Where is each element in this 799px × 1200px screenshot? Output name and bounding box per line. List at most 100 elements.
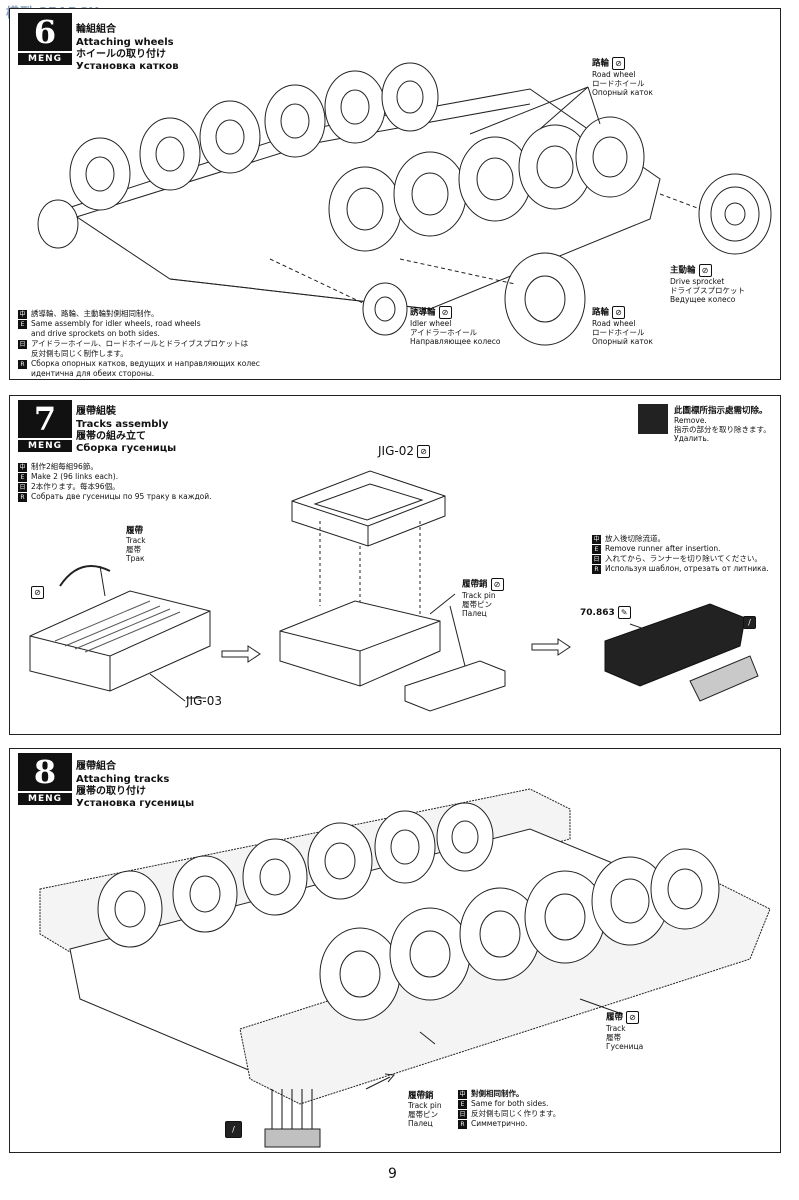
track-label: 履帶 Track 履帯 Трак: [126, 526, 146, 564]
track-pin-ru: Палец: [408, 1119, 433, 1128]
idler-wheel-en: Idler wheel: [410, 319, 452, 328]
track-ru: Трак: [126, 554, 145, 563]
cut-notice-ja: 指示の部分を取り除きます。: [674, 425, 771, 434]
track-ru: Гусеница: [606, 1042, 644, 1051]
remove-circle-icon: ⊘: [698, 264, 712, 277]
track-pin-ja: 履帯ピン: [408, 1110, 438, 1119]
cut-notice: 此圖標所指示處需切除。 Remove. 指示の部分を取り除きます。 Удалит…: [674, 406, 771, 444]
road-wheel-top-label: 路輪⊘ Road wheel ロードホイール Опорный каток: [592, 57, 653, 97]
track-pin-label: 履帶銷⊘ Track pin 履帯ピン Палец: [462, 578, 504, 618]
note-ru-2: идентична для обеих стороны.: [31, 369, 155, 378]
step-title-ja: 履帯の取り付け: [76, 786, 146, 797]
track-pin-label: 履帶銷 Track pin 履帯ピン Палец: [408, 1091, 442, 1129]
remove-circle-icon: ⊘: [612, 306, 626, 319]
jig-03-label: JIG-03: [186, 694, 222, 708]
cut-notice-zh: 此圖標所指示處需切除。: [674, 406, 768, 416]
road-wheel-ru: Опорный каток: [592, 88, 653, 97]
track-zh: 履帶: [126, 526, 144, 536]
cut-icon: /: [743, 616, 756, 629]
remove-circle-icon: ⊘: [438, 306, 452, 319]
step-title-ru: Установка гусеницы: [76, 798, 195, 809]
note-ru-1: Сборка опорных катков, ведущих и направл…: [31, 359, 260, 368]
step-title-zh: 履帶組合: [76, 761, 116, 772]
jig-02-label: JIG-02⊘: [378, 444, 430, 458]
track-en: Track: [126, 536, 146, 545]
tracks-attached-drawing: [39, 788, 771, 1148]
step-7-panel: 7 MENG 履帶組裝 Tracks assembly 履帯の組み立て Сбор…: [9, 395, 781, 735]
track-assembly-drawing: [29, 470, 759, 712]
cut-notice-en: Remove.: [674, 416, 707, 425]
step-8-panel: 8 MENG 履帶組合 Attaching tracks 履帯の取り付け Уст…: [9, 748, 781, 1153]
drive-sprocket-label: 主動輪⊘ Drive sprocket ドライブスプロケット Ведущее к…: [670, 264, 745, 304]
runner-note-ru: Используя шаблон, отрезать от литника.: [605, 564, 769, 573]
note-en-1: Same assembly for idler wheels, road whe…: [31, 319, 201, 328]
road-wheel-bottom-label: 路輪⊘ Road wheel ロードホイール Опорный каток: [592, 306, 653, 346]
runner-note-en: Remove runner after insertion.: [605, 544, 721, 553]
step-6-panel: 6 MENG 輪組組合 Attaching wheels ホイールの取り付け У…: [9, 8, 781, 380]
cut-icon: [638, 404, 668, 434]
paint-code-label: 70.863✎: [580, 606, 631, 619]
road-wheel-en: Road wheel: [592, 319, 636, 328]
paint-brush-icon: ✎: [617, 606, 631, 619]
step-title-ru: Сборка гусеницы: [76, 443, 177, 454]
drive-sprocket-ru: Ведущее колесо: [670, 295, 736, 304]
idler-wheel-label: 誘導輪⊘ Idler wheel アイドラーホイール Направляющее …: [410, 306, 500, 346]
step-title-zh: 履帶組裝: [76, 406, 116, 417]
road-wheel-zh: 路輪: [592, 307, 610, 318]
note-ja-2: 反対側も同じく制作します。: [31, 349, 128, 358]
cut-notice-ru: Удалить.: [674, 434, 710, 443]
brand-logo: MENG: [18, 440, 72, 452]
road-wheel-ja: ロードホイール: [592, 328, 645, 337]
track-pin-ru: Палец: [462, 609, 487, 618]
road-wheel-ru: Опорный каток: [592, 337, 653, 346]
cut-icon: /: [225, 1121, 242, 1138]
note-en-2: and drive sprockets on both sides.: [31, 329, 160, 338]
make-note-ru: Собрать две гусеницы по 95 траку в каждо…: [31, 492, 212, 501]
brand-logo: MENG: [18, 53, 72, 65]
track-pin-en: Track pin: [462, 591, 496, 600]
track-label: 履帶⊘ Track 履帯 Гусеница: [606, 1011, 643, 1051]
step-title-ja: ホイールの取り付け: [76, 49, 166, 60]
road-wheel-en: Road wheel: [592, 70, 636, 79]
road-wheel-ja: ロードホイール: [592, 79, 645, 88]
idler-wheel-zh: 誘導輪: [410, 307, 436, 318]
remove-circle-icon: ⊘: [626, 1011, 640, 1024]
runner-note-ja: 入れてから、ランナーを切り除いてください。: [605, 554, 762, 563]
idler-wheel-ja: アイドラーホイール: [410, 328, 478, 337]
track-zh: 履帶: [606, 1012, 624, 1023]
page-number: 9: [388, 1166, 397, 1182]
brand-logo: MENG: [18, 793, 72, 805]
track-ja: 履帯: [126, 545, 141, 554]
idler-wheel-ru: Направляющее колесо: [410, 337, 501, 346]
track-pin-zh: 履帶銷: [408, 1091, 434, 1101]
road-wheel-zh: 路輪: [592, 58, 610, 69]
same-note-en: Same for both sides.: [471, 1099, 549, 1108]
track-pin-en: Track pin: [408, 1101, 442, 1110]
step-title-ja: 履帯の組み立て: [76, 431, 146, 442]
step-title-ru: Установка катков: [76, 61, 179, 72]
step-title-en: Attaching wheels: [76, 37, 174, 48]
make-note-zh: 制作2組每組96節。: [31, 462, 98, 471]
make-note-ja: 2本作ります。每本96個。: [31, 482, 120, 491]
note-zh: 誘導輪、路輪、主動輪對側相同制作。: [31, 309, 159, 318]
note-ja-1: アイドラーホイール、ロードホイールとドライブスプロケットは: [31, 339, 249, 348]
jig-02-text: JIG-02: [378, 444, 414, 458]
drive-sprocket-en: Drive sprocket: [670, 277, 725, 286]
remove-circle-icon: ⊘: [612, 57, 626, 70]
remove-circle-icon: ⊘: [31, 586, 44, 599]
wheels-assembly-drawing: [37, 62, 772, 346]
same-note-zh: 對側相同制作。: [471, 1089, 524, 1098]
track-en: Track: [606, 1024, 626, 1033]
step-title-en: Tracks assembly: [76, 419, 169, 430]
step-title-zh: 輪組組合: [76, 24, 116, 35]
same-note-ja: 反対側も同じく作ります。: [471, 1109, 561, 1118]
step-number: 6: [18, 13, 72, 51]
paint-code: 70.863: [580, 608, 615, 618]
same-note-ru: Симметрично.: [471, 1119, 528, 1128]
step-title-en: Attaching tracks: [76, 774, 170, 785]
remove-circle-icon: ⊘: [490, 578, 504, 591]
